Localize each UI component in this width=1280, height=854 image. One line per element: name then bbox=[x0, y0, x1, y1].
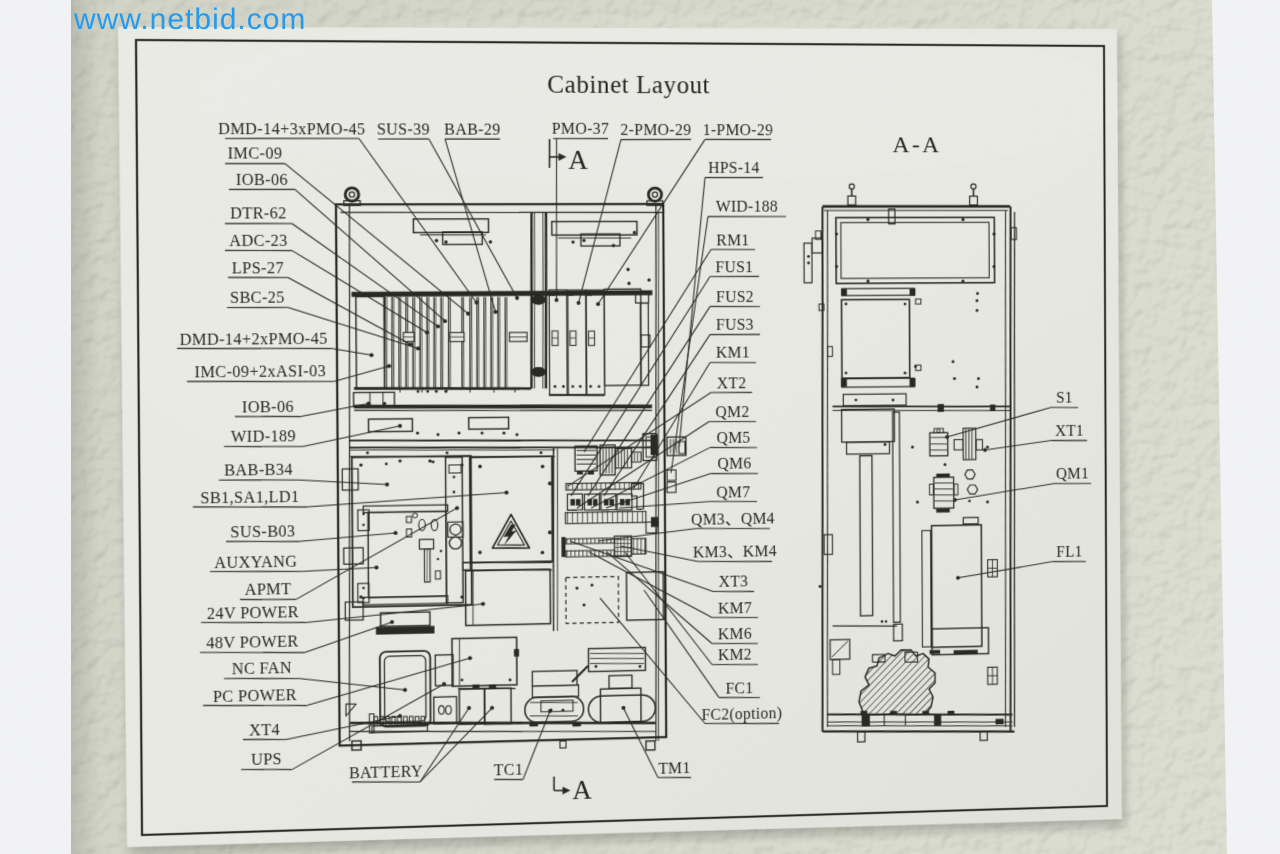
label-iob-06: IOB-06 bbox=[236, 170, 288, 189]
label-fus3: FUS3 bbox=[716, 316, 754, 334]
label-qm7: QM7 bbox=[716, 483, 750, 502]
label-xt4: XT4 bbox=[249, 720, 280, 739]
label-48v-power: 48V POWER bbox=[206, 632, 298, 652]
label-dmd-14-2xpmo-45: DMD-14+2xPMO-45 bbox=[180, 329, 328, 349]
label-1-pmo-29: 1-PMO-29 bbox=[703, 121, 773, 139]
label-km1: KM1 bbox=[716, 344, 750, 362]
label-fus1: FUS1 bbox=[715, 258, 753, 276]
section-marker-bottom-letter: A bbox=[572, 776, 592, 806]
label-qm5: QM5 bbox=[716, 429, 750, 447]
label-qm1: QM1 bbox=[1056, 465, 1089, 483]
label-fl1: FL1 bbox=[1056, 543, 1082, 561]
label-2-pmo-29: 2-PMO-29 bbox=[620, 121, 691, 139]
section-marker-top-letter: A bbox=[568, 146, 588, 176]
label-bab-b34: BAB-B34 bbox=[224, 460, 293, 479]
label-imc-09: IMC-09 bbox=[228, 144, 283, 163]
label-dmd-14-3xpmo-45: DMD-14+3xPMO-45 bbox=[218, 119, 366, 138]
label-xt1: XT1 bbox=[1055, 422, 1084, 440]
label-qm2: QM2 bbox=[715, 403, 749, 421]
label-qm6: QM6 bbox=[717, 455, 751, 473]
label-km7: KM7 bbox=[718, 598, 752, 617]
label-auxyang: AUXYANG bbox=[214, 552, 297, 572]
label-km3-km4: KM3、KM4 bbox=[693, 542, 777, 562]
label-wid-188: WID-188 bbox=[716, 198, 778, 216]
label-adc-23: ADC-23 bbox=[229, 231, 287, 250]
label-dtr-62: DTR-62 bbox=[230, 204, 287, 223]
label-s1: S1 bbox=[1056, 389, 1073, 407]
label-sus-39: SUS-39 bbox=[377, 120, 430, 138]
label-sbc-25: SBC-25 bbox=[230, 288, 285, 307]
label-24v-power: 24V POWER bbox=[207, 603, 299, 623]
label-rm1: RM1 bbox=[716, 231, 749, 249]
label-km2: KM2 bbox=[718, 645, 752, 664]
label-nc-fan: NC FAN bbox=[232, 659, 292, 679]
label-xt3: XT3 bbox=[719, 572, 749, 591]
drawing-title: Cabinet Layout bbox=[547, 71, 710, 99]
label-iob-06: IOB-06 bbox=[242, 397, 294, 416]
label-fc1: FC1 bbox=[725, 678, 753, 697]
label-battery: BATTERY bbox=[349, 762, 423, 782]
label-tc1: TC1 bbox=[494, 760, 523, 779]
label-km6: KM6 bbox=[718, 624, 752, 643]
label-bab-29: BAB-29 bbox=[444, 120, 500, 138]
label-fc2-option: FC2(option) bbox=[701, 704, 782, 724]
label-imc-09-2xasi-03: IMC-09+2xASI-03 bbox=[194, 362, 326, 382]
label-pmo-37: PMO-37 bbox=[552, 120, 610, 138]
watermark-text: www.netbid.com bbox=[74, 3, 307, 36]
label-pc-power: PC POWER bbox=[213, 685, 297, 705]
label-sb1-sa1-ld1: SB1,SA1,LD1 bbox=[200, 487, 299, 507]
label-wid-189: WID-189 bbox=[231, 427, 296, 446]
label-tm1: TM1 bbox=[658, 758, 690, 777]
label-lps-27: LPS-27 bbox=[232, 258, 284, 277]
label-xt2: XT2 bbox=[717, 374, 747, 392]
label-qm3-qm4: QM3、QM4 bbox=[691, 509, 775, 528]
label-sus-b03: SUS-B03 bbox=[230, 522, 295, 541]
label-ups: UPS bbox=[251, 750, 282, 769]
label-hps-14: HPS-14 bbox=[708, 159, 760, 177]
label-fus2: FUS2 bbox=[716, 288, 754, 306]
section-view-title: A-A bbox=[893, 132, 942, 158]
label-apmt: APMT bbox=[245, 580, 292, 599]
